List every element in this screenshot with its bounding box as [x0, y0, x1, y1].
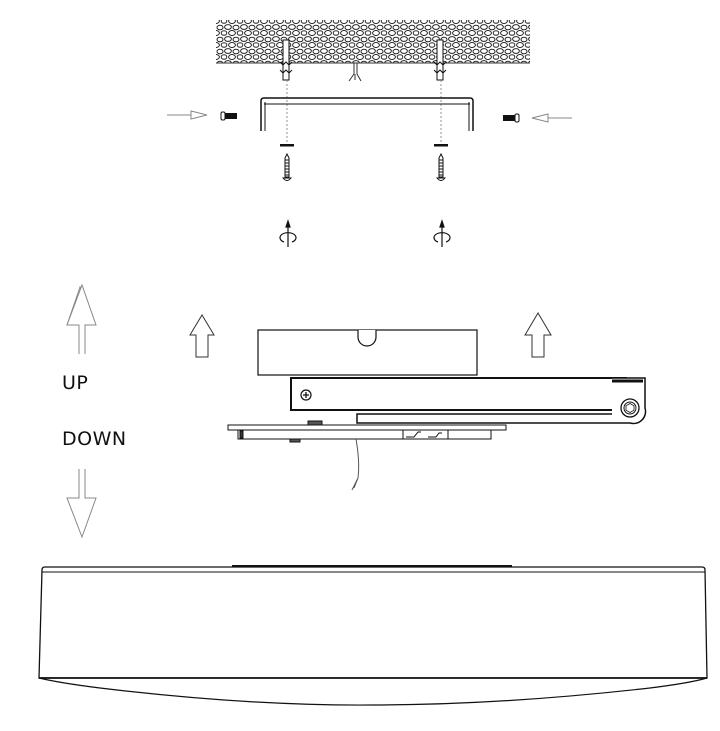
down-arrow-large — [66, 469, 97, 539]
driver-wires — [351, 438, 360, 491]
rotate-clockwise-icon-left — [279, 219, 297, 247]
side-screw-left — [220, 111, 237, 121]
rotate-clockwise-icon-right — [433, 219, 451, 247]
up-arrow-right — [524, 312, 552, 358]
mounting-screw-left — [281, 152, 293, 181]
washer-left — [280, 144, 294, 147]
up-arrow-left — [189, 314, 215, 358]
up-arrow-large-outline — [66, 283, 97, 354]
down-label: DOWN — [62, 428, 127, 450]
hinge-plate — [290, 377, 647, 425]
wall-anchor-left — [279, 39, 293, 81]
wall-anchor-right — [433, 39, 447, 81]
insert-arrow-left — [531, 113, 572, 123]
mounting-bracket — [260, 97, 474, 131]
mounting-screw-right — [435, 152, 447, 181]
supply-wires — [348, 63, 362, 82]
light-shade — [38, 565, 708, 706]
driver-board — [227, 420, 507, 443]
washer-right — [434, 144, 448, 147]
guide-lines — [286, 80, 442, 145]
ceiling-surface — [216, 20, 530, 64]
fixture-base — [257, 329, 478, 376]
up-label: UP — [62, 372, 89, 394]
insert-arrow-right — [167, 110, 208, 120]
side-screw-right — [503, 113, 520, 123]
